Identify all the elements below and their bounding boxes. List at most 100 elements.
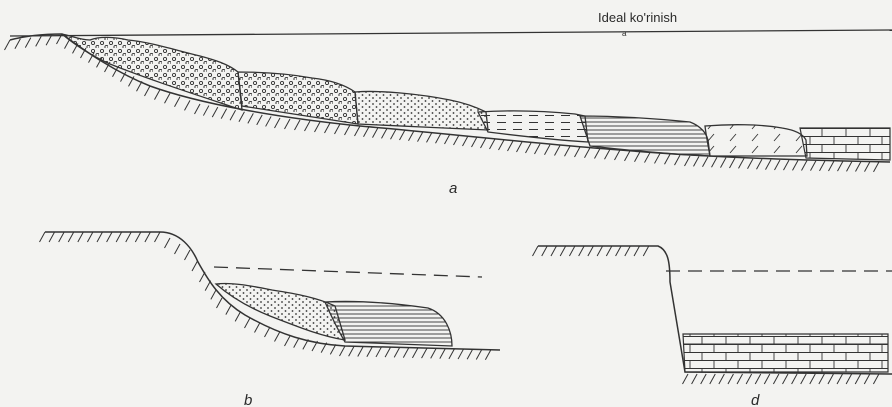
hatch-tick bbox=[436, 133, 442, 143]
hatch-tick bbox=[847, 161, 853, 171]
hatch-tick bbox=[606, 246, 612, 256]
hatch-tick bbox=[645, 153, 651, 163]
sand-layer bbox=[355, 91, 488, 130]
hatch-tick bbox=[588, 246, 594, 256]
panel-d-label: d bbox=[751, 392, 760, 407]
hatch-tick bbox=[330, 344, 336, 354]
hatch-tick bbox=[820, 161, 826, 171]
hatch-tick bbox=[409, 131, 415, 141]
hatch-tick bbox=[266, 116, 272, 126]
hatch-tick bbox=[675, 155, 681, 165]
hatch-tick bbox=[846, 374, 852, 384]
hatch-tick bbox=[837, 374, 843, 384]
hatch-tick bbox=[819, 374, 825, 384]
hatch-tick bbox=[285, 336, 291, 346]
hatch-tick bbox=[245, 318, 251, 328]
hatch-tick bbox=[200, 272, 206, 282]
hatch-tick bbox=[569, 246, 575, 256]
hatch-tick bbox=[412, 348, 418, 358]
hatch-tick bbox=[746, 374, 752, 384]
hatch-tick bbox=[235, 311, 241, 321]
hatch-tick bbox=[526, 143, 532, 153]
hatch-tick bbox=[615, 150, 621, 160]
hatch-tick bbox=[305, 121, 311, 131]
hatch-tick bbox=[694, 156, 700, 166]
hatch-tick bbox=[385, 347, 391, 357]
hatch-tick bbox=[49, 232, 55, 242]
hatch-tick bbox=[458, 349, 464, 359]
hatch-tick bbox=[275, 118, 281, 128]
hatch-tick bbox=[155, 232, 161, 242]
hatch-tick bbox=[801, 374, 807, 384]
hatch-tick bbox=[634, 246, 640, 256]
hatch-tick bbox=[784, 160, 790, 170]
hatch-tick bbox=[325, 123, 331, 133]
clay-body-b bbox=[325, 301, 452, 346]
hatch-tick bbox=[285, 119, 291, 129]
hatch-tick bbox=[364, 127, 370, 137]
hatch-tick bbox=[864, 374, 870, 384]
hatch-tick bbox=[221, 109, 227, 119]
hatch-tick bbox=[195, 104, 201, 114]
hatch-tick bbox=[165, 93, 171, 103]
hatch-tick bbox=[508, 141, 514, 151]
hatch-tick bbox=[838, 161, 844, 171]
title-label: Ideal ko'rinish bbox=[598, 10, 677, 25]
hatch-tick bbox=[874, 162, 880, 172]
hatch-tick bbox=[802, 161, 808, 171]
hatch-tick bbox=[431, 348, 437, 358]
hatch-tick bbox=[701, 374, 707, 384]
hatch-tick bbox=[137, 81, 143, 91]
hatch-tick bbox=[427, 132, 433, 142]
hatch-tick bbox=[643, 246, 649, 256]
marl-layer bbox=[705, 125, 807, 156]
hatch-tick bbox=[721, 158, 727, 168]
hatch-tick bbox=[340, 346, 346, 356]
hatch-tick bbox=[135, 232, 141, 242]
hatch-tick bbox=[315, 122, 321, 132]
hatch-tick bbox=[755, 374, 761, 384]
hatch-tick bbox=[185, 250, 191, 260]
limestone-layer bbox=[800, 128, 890, 160]
limestone-body-d bbox=[683, 334, 888, 372]
hatch-tick bbox=[25, 38, 31, 48]
panel-a-label: a bbox=[449, 180, 457, 197]
hatch-tick bbox=[68, 232, 74, 242]
hatch-tick bbox=[257, 115, 263, 125]
hatch-tick bbox=[226, 305, 232, 315]
panel-a: Ideal ko'rinish a a bbox=[5, 10, 892, 197]
hatch-tick bbox=[367, 347, 373, 357]
hatch-tick bbox=[737, 374, 743, 384]
hatch-tick bbox=[463, 136, 469, 146]
hatch-tick bbox=[728, 374, 734, 384]
hatch-tick bbox=[467, 349, 473, 359]
hatch-tick bbox=[635, 152, 641, 162]
hatch-tick bbox=[116, 232, 122, 242]
hatch-tick bbox=[545, 145, 551, 155]
hatch-tick bbox=[394, 347, 400, 357]
hatch-tick bbox=[616, 246, 622, 256]
hatch-tick bbox=[792, 374, 798, 384]
hatch-tick bbox=[542, 246, 548, 256]
hatch-tick bbox=[376, 347, 382, 357]
hatch-tick bbox=[535, 144, 541, 154]
hatch-tick bbox=[485, 350, 491, 360]
hatch-tick bbox=[185, 100, 191, 110]
panel-b: b bbox=[40, 232, 501, 407]
hatch-tick bbox=[36, 36, 42, 46]
hatch-tick bbox=[829, 161, 835, 171]
hatch-tick bbox=[155, 90, 161, 100]
hatch-tick bbox=[449, 349, 455, 359]
hatch-tick bbox=[703, 157, 709, 167]
hatch-tick bbox=[856, 162, 862, 172]
hatch-tick bbox=[685, 156, 691, 166]
hatch-tick bbox=[476, 350, 482, 360]
hatch-tick bbox=[78, 232, 84, 242]
hatch-tick bbox=[445, 134, 451, 144]
hatch-tick bbox=[766, 160, 772, 170]
hatch-tick bbox=[217, 298, 223, 308]
hatch-tick bbox=[205, 281, 211, 291]
hatch-tick bbox=[565, 146, 571, 156]
hatch-tick bbox=[595, 149, 601, 159]
